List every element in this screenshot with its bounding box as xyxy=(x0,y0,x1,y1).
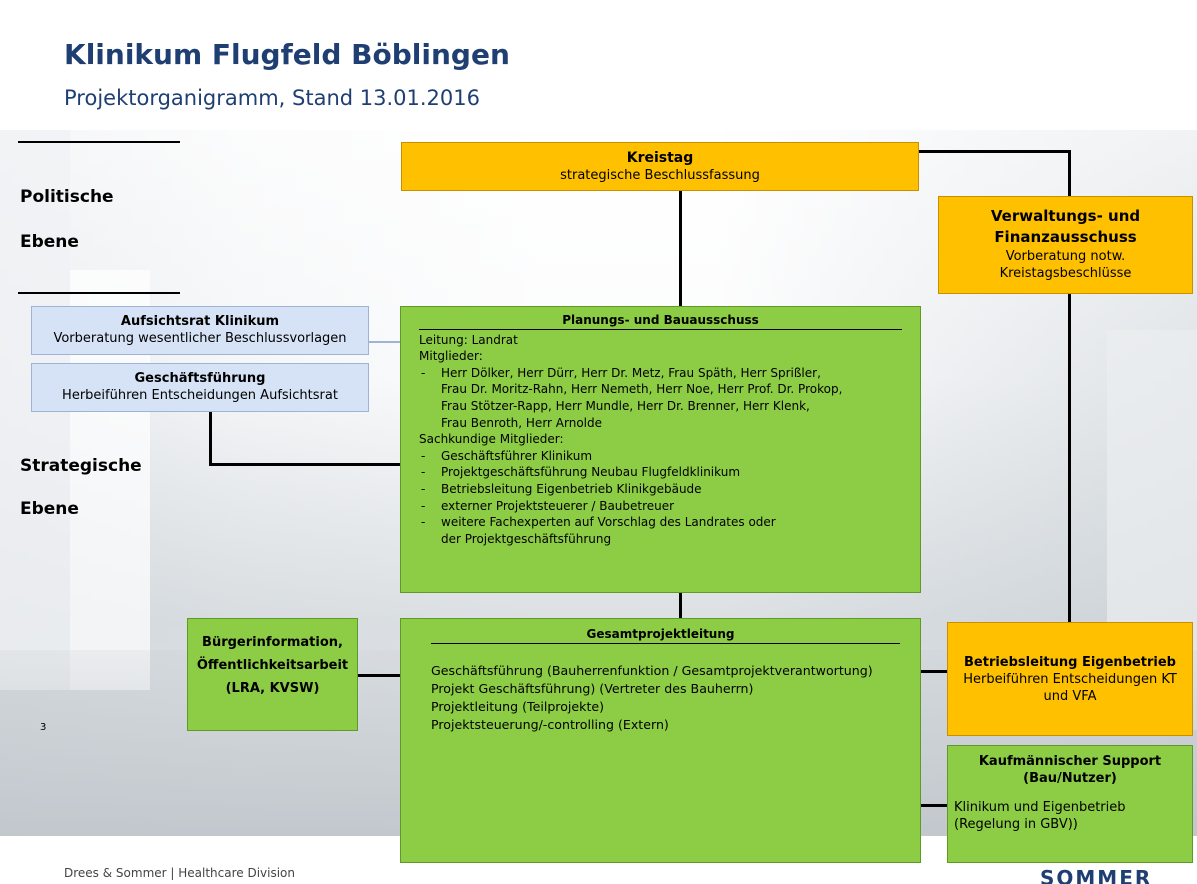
pba-sachkundige-item: Projektgeschäftsführung Neubau Flugfeldk… xyxy=(419,464,902,481)
kreistag-box: Kreistag strategische Beschlussfassung xyxy=(401,142,919,191)
betriebsleitung-title: Betriebsleitung Eigenbetrieb xyxy=(964,655,1176,670)
connector-right-vertical xyxy=(1068,150,1071,624)
connector-gf-vertical xyxy=(209,412,212,465)
connector-gpl-kaufmaennisch xyxy=(920,804,948,807)
kaufmaennisch-title-1: Kaufmännischer Support xyxy=(978,754,1162,769)
pba-title-rule xyxy=(419,328,902,330)
pba-mitglieder-line: Frau Benroth, Herr Arnolde xyxy=(441,415,602,430)
buergerinfo-line-2: Öffentlichkeitsarbeit xyxy=(196,658,349,673)
geschaeftsfuehrung-text: Herbeiführen Entscheidungen Aufsichtsrat xyxy=(62,388,338,403)
kaufmaennisch-text-1: Klinikum und Eigenbetrieb xyxy=(954,800,1126,815)
gpl-line: Geschäftsführung (Bauherrenfunktion / Ge… xyxy=(431,663,873,678)
vfa-title-1: Verwaltungs- und xyxy=(990,207,1141,225)
kaufmaennisch-title-2: (Bau/Nutzer) xyxy=(1023,771,1117,786)
connector-gpl-betriebsleitung xyxy=(920,670,948,673)
pba-title: Planungs- und Bauausschuss xyxy=(562,313,759,327)
pba-sachkundige-item: Geschäftsführer Klinikum xyxy=(419,448,902,465)
pba-sachkundige-item-cont: der Projektgeschäftsführung xyxy=(441,531,612,546)
political-level-label-2: Ebene xyxy=(20,232,79,252)
pba-mitglieder-label: Mitglieder: xyxy=(419,349,483,364)
pba-sachkundige-item: externer Projektsteuerer / Baubetreuer xyxy=(419,498,902,515)
pba-mitglieder-line: Frau Stötzer-Rapp, Herr Mundle, Herr Dr.… xyxy=(441,398,810,413)
connector-pba-gpl xyxy=(679,592,682,620)
pba-box: Planungs- und Bauausschuss Leitung: Land… xyxy=(400,306,921,593)
gpl-title-rule xyxy=(431,643,900,644)
kaufmaennisch-box: Kaufmännischer Support (Bau/Nutzer) Klin… xyxy=(947,745,1193,863)
vfa-text-1: Vorberatung notw. xyxy=(1005,249,1126,264)
connector-gf-pba xyxy=(209,463,400,466)
connector-buerger-gpl xyxy=(358,674,400,677)
pba-sachkundige-list: Geschäftsführer Klinikum Projektgeschäft… xyxy=(419,448,902,531)
aufsichtsrat-box: Aufsichtsrat Klinikum Vorberatung wesent… xyxy=(31,306,369,355)
pba-sachkundige-item: weitere Fachexperten auf Vorschlag des L… xyxy=(419,514,902,531)
vfa-text-2: Kreistagsbeschlüsse xyxy=(999,266,1132,281)
pba-sachkundige-item: Betriebsleitung Eigenbetrieb Klinikgebäu… xyxy=(419,481,902,498)
gpl-line: Projekt Geschäftsführung) (Vertreter des… xyxy=(431,681,754,696)
pba-mitglieder-line: Frau Dr. Moritz-Rahn, Herr Nemeth, Herr … xyxy=(441,382,843,397)
aufsichtsrat-text: Vorberatung wesentlicher Beschlussvorlag… xyxy=(53,331,347,346)
buergerinfo-line-1: Bürgerinformation, xyxy=(202,635,343,650)
kaufmaennisch-text-2: (Regelung in GBV)) xyxy=(954,817,1078,832)
strategic-level-label-1: Strategische xyxy=(20,456,142,476)
strategic-level-label-2: Ebene xyxy=(20,499,79,519)
level-divider-top xyxy=(18,141,180,143)
gpl-title: Gesamtprojektleitung xyxy=(586,627,735,641)
level-divider-middle xyxy=(18,292,180,294)
aufsichtsrat-title: Aufsichtsrat Klinikum xyxy=(120,314,280,329)
kreistag-title: Kreistag xyxy=(626,150,694,166)
connector-kreistag-right xyxy=(918,150,1070,153)
connector-aufsichtsrat-pba xyxy=(368,341,400,343)
company-logo: SOMMER xyxy=(1040,866,1153,884)
gpl-line: Projektsteuerung/-controlling (Extern) xyxy=(431,717,669,732)
page-subtitle: Projektorganigramm, Stand 13.01.2016 xyxy=(64,86,481,110)
pba-mitglieder-list: Herr Dölker, Herr Dürr, Herr Dr. Metz, F… xyxy=(419,365,902,382)
betriebsleitung-text-2: und VFA xyxy=(1043,689,1097,704)
gpl-line: Projektleitung (Teilprojekte) xyxy=(431,699,605,714)
footer-company: Drees & Sommer | Healthcare Division xyxy=(64,866,296,880)
pba-leitung: Leitung: Landrat xyxy=(419,332,518,347)
kreistag-text: strategische Beschlussfassung xyxy=(560,168,760,183)
pba-mitglieder-line: Herr Dölker, Herr Dürr, Herr Dr. Metz, F… xyxy=(419,365,902,382)
connector-kreistag-pba xyxy=(679,190,682,306)
gesamtprojektleitung-box: Gesamtprojektleitung Geschäftsführung (B… xyxy=(400,618,921,863)
betriebsleitung-text-1: Herbeiführen Entscheidungen KT xyxy=(963,672,1177,687)
betriebsleitung-box: Betriebsleitung Eigenbetrieb Herbeiführe… xyxy=(947,622,1193,736)
geschaeftsfuehrung-box: Geschäftsführung Herbeiführen Entscheidu… xyxy=(31,363,369,412)
vfa-title-2: Finanzausschuss xyxy=(994,228,1137,246)
page-number: 3 xyxy=(40,722,47,733)
geschaeftsfuehrung-title: Geschäftsführung xyxy=(134,371,266,386)
vfa-box: Verwaltungs- und Finanzausschuss Vorbera… xyxy=(938,196,1193,294)
pba-sachkundige-label: Sachkundige Mitglieder: xyxy=(419,432,564,447)
political-level-label-1: Politische xyxy=(20,187,114,207)
page-title: Klinikum Flugfeld Böblingen xyxy=(64,38,510,71)
buergerinfo-line-3: (LRA, KVSW) xyxy=(225,681,320,696)
buergerinfo-box: Bürgerinformation, Öffentlichkeitsarbeit… xyxy=(187,618,358,731)
